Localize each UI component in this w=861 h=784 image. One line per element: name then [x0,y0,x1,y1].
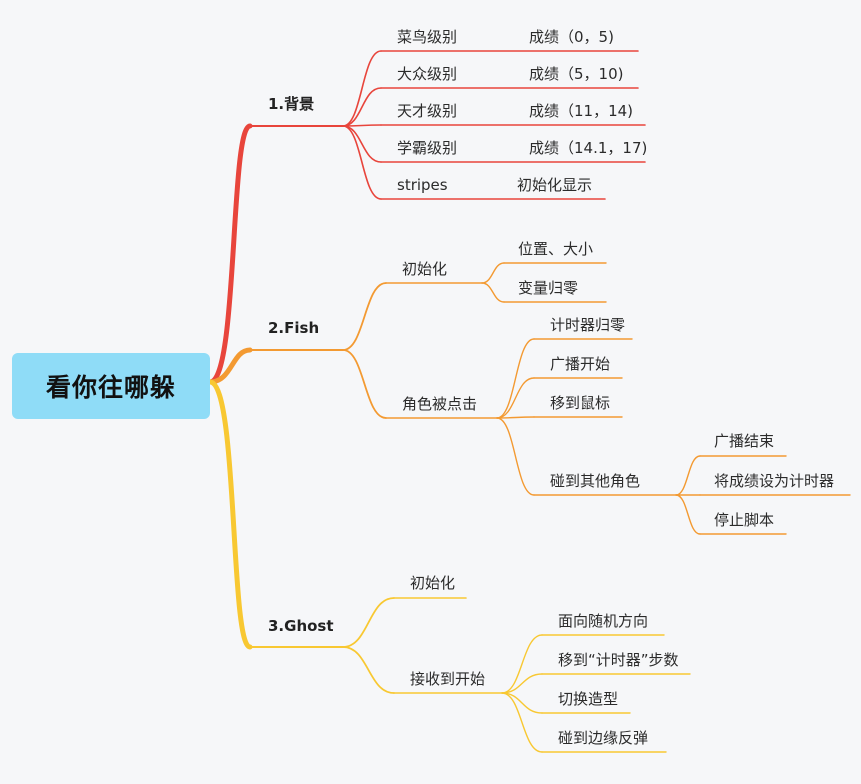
node-bg-score-3[interactable]: 成绩（11，14) [529,102,634,120]
node-ghost-init[interactable]: 初始化 [410,574,456,592]
node-bg-level-4[interactable]: 学霸级别 [397,139,458,157]
connector-fish-clicked-3 [496,417,535,496]
node-fish-init-position-size[interactable]: 位置、大小 [518,240,594,258]
node-fish-touch-other[interactable]: 碰到其他角色 [550,472,641,490]
node-fish-clicked[interactable]: 角色被点击 [402,395,478,413]
connector-fish-init-1 [481,282,505,303]
node-bg-level-3[interactable]: 天才级别 [397,102,458,120]
connector-root-fish [207,347,253,385]
connector-bg-0 [342,50,382,127]
node-bg-score-2[interactable]: 成绩（5，10) [529,65,624,83]
connector-ghost-receive-2 [501,692,543,714]
root-node[interactable]: 看你往哪躲 [12,353,210,419]
connector-fish-touch-2 [675,494,701,535]
node-ghost-switch-costume[interactable]: 切换造型 [558,690,619,708]
node-ghost-face-random[interactable]: 面向随机方向 [558,612,649,630]
connector-ghost-init [342,597,395,648]
connector-fish-clicked [342,349,387,419]
connector-fish-clicked-2 [496,416,535,419]
connector-root-background [207,123,253,385]
node-fish-broadcast-start[interactable]: 广播开始 [550,355,611,373]
node-bg-score-1[interactable]: 成绩（0，5) [529,28,614,46]
connector-ghost-receive-3 [501,692,543,753]
node-ghost-edge-bounce[interactable]: 碰到边缘反弹 [558,729,649,747]
node-bg-level-2[interactable]: 大众级别 [397,65,458,83]
node-bg-stripes-detail[interactable]: 初始化显示 [517,176,593,194]
node-bg-stripes[interactable]: stripes [397,176,448,194]
connector-fish-init-0 [481,262,505,284]
connector-ghost-receive [342,646,395,694]
connector-bg-1 [342,87,382,127]
node-fish-stop-script[interactable]: 停止脚本 [714,511,775,529]
node-ghost-receive-start[interactable]: 接收到开始 [410,670,486,688]
node-fish-set-score[interactable]: 将成绩设为计时器 [714,472,835,490]
connector-fish-touch-0 [675,455,701,496]
node-fish-reset-timer[interactable]: 计时器归零 [550,316,626,334]
connector-bg-3 [342,125,382,163]
connector-root-ghost [207,379,253,650]
node-fish-init[interactable]: 初始化 [402,260,448,278]
node-fish-goto-mouse[interactable]: 移到鼠标 [550,394,611,412]
node-ghost-move-timer-steps[interactable]: 移到“计时器”步数 [558,651,679,669]
branch-title-fish[interactable]: 2.Fish [268,319,320,337]
connector-bg-4 [342,125,382,200]
node-fish-broadcast-end[interactable]: 广播结束 [714,432,775,450]
connector-fish-init [342,282,387,351]
node-fish-init-reset-vars[interactable]: 变量归零 [518,279,579,297]
branch-title-ghost[interactable]: 3.Ghost [268,617,334,635]
branch-title-background[interactable]: 1.背景 [268,95,315,113]
connector-ghost-receive-0 [501,634,543,694]
node-bg-score-4[interactable]: 成绩（14.1，17) [529,139,648,157]
connector-fish-clicked-1 [496,377,535,419]
connector-fish-clicked-0 [496,338,535,419]
node-bg-level-1[interactable]: 菜鸟级别 [397,28,458,46]
root-title: 看你往哪躲 [45,373,176,402]
connector-ghost-receive-1 [501,673,543,694]
